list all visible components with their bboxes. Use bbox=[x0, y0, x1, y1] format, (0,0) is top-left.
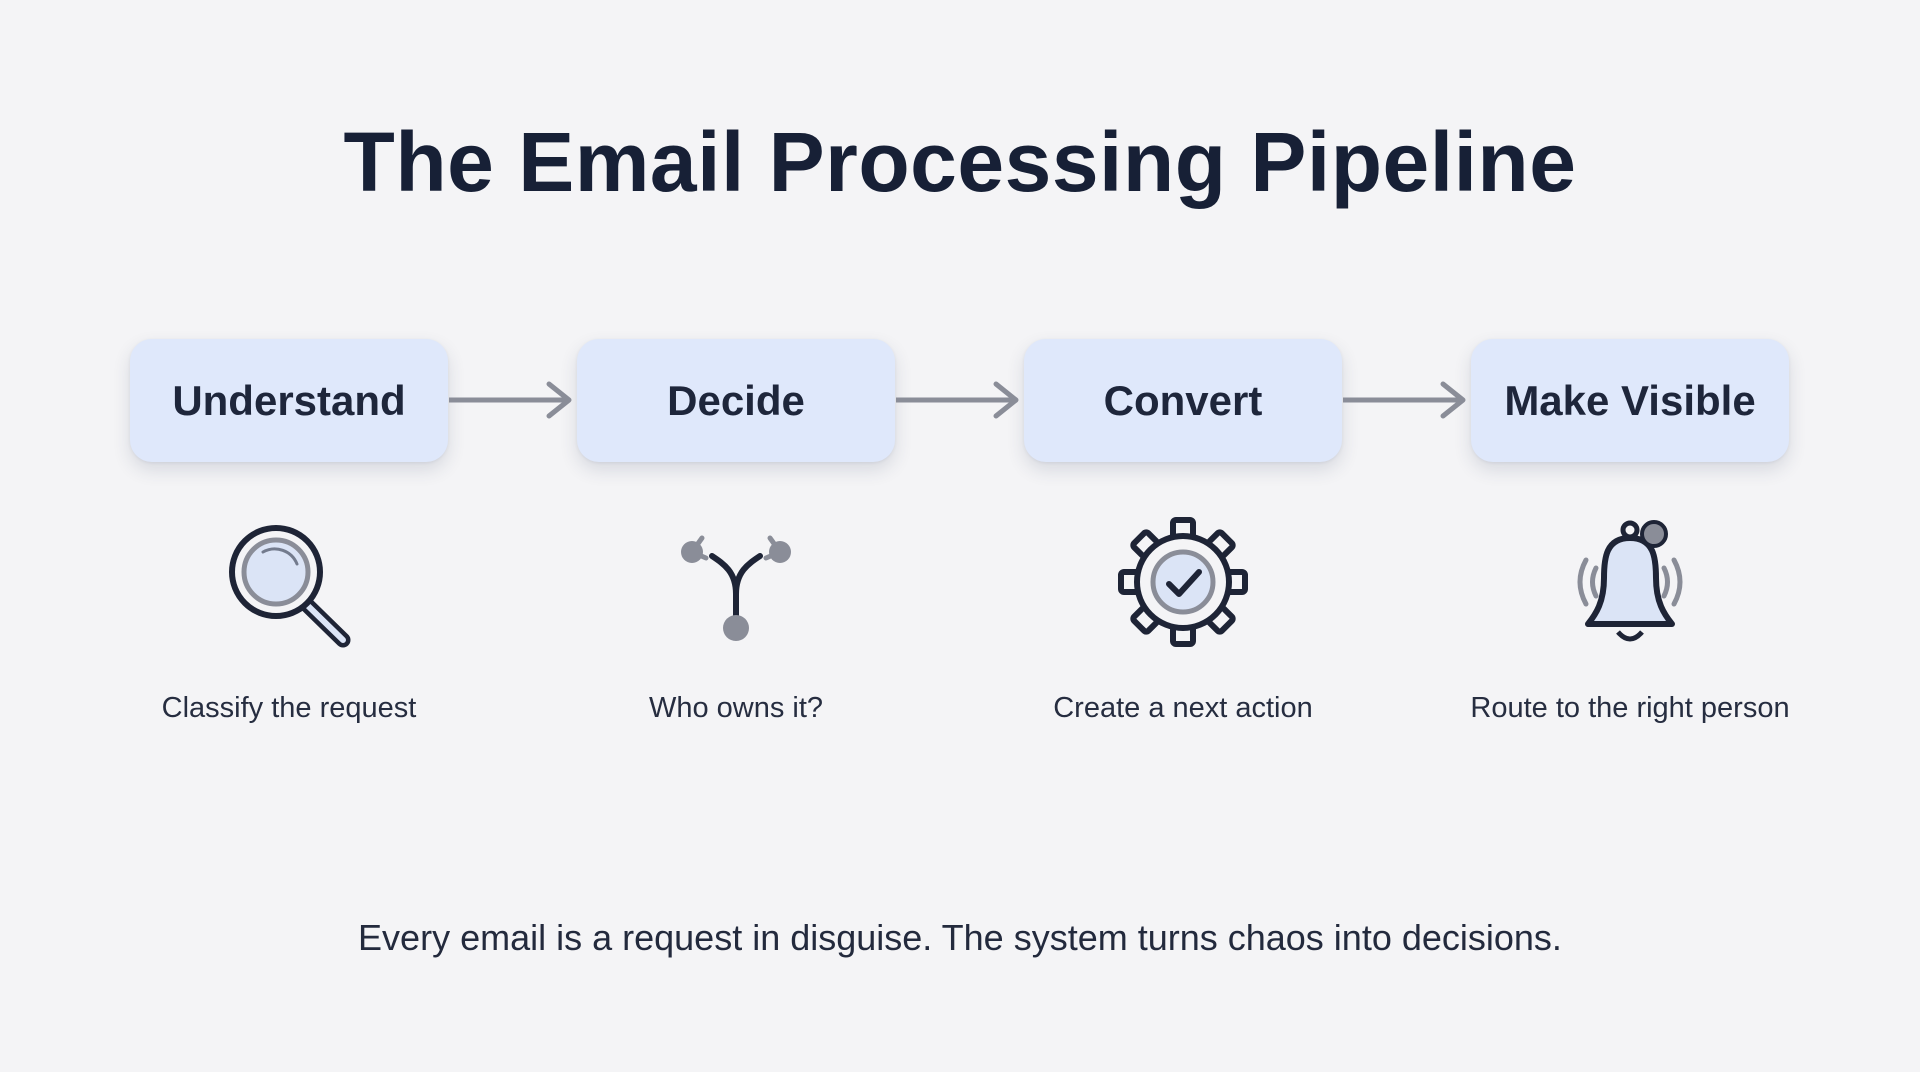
arrow-right-icon bbox=[896, 381, 1019, 419]
arrow-right-icon bbox=[449, 381, 572, 419]
magnifying-glass-icon bbox=[229, 525, 351, 648]
stage-caption-convert: Create a next action bbox=[1053, 692, 1313, 724]
stage-caption-decide: Who owns it? bbox=[648, 692, 824, 724]
stage-box-understand: Understand bbox=[130, 339, 448, 462]
stage-caption-understand: Classify the request bbox=[161, 692, 417, 724]
stage-box-make-visible: Make Visible bbox=[1471, 339, 1789, 462]
stage-box-convert: Convert bbox=[1024, 339, 1342, 462]
stage-caption-make-visible: Route to the right person bbox=[1470, 692, 1790, 724]
bell-notification-icon bbox=[1577, 520, 1683, 642]
gear-check-icon bbox=[1118, 517, 1248, 647]
stage-box-decide: Decide bbox=[577, 339, 895, 462]
page-title: The Email Processing Pipeline bbox=[343, 115, 1577, 209]
footer-tagline: Every email is a request in disguise. Th… bbox=[358, 917, 1562, 958]
fork-branch-icon bbox=[681, 535, 791, 641]
arrow-right-icon bbox=[1343, 381, 1466, 419]
